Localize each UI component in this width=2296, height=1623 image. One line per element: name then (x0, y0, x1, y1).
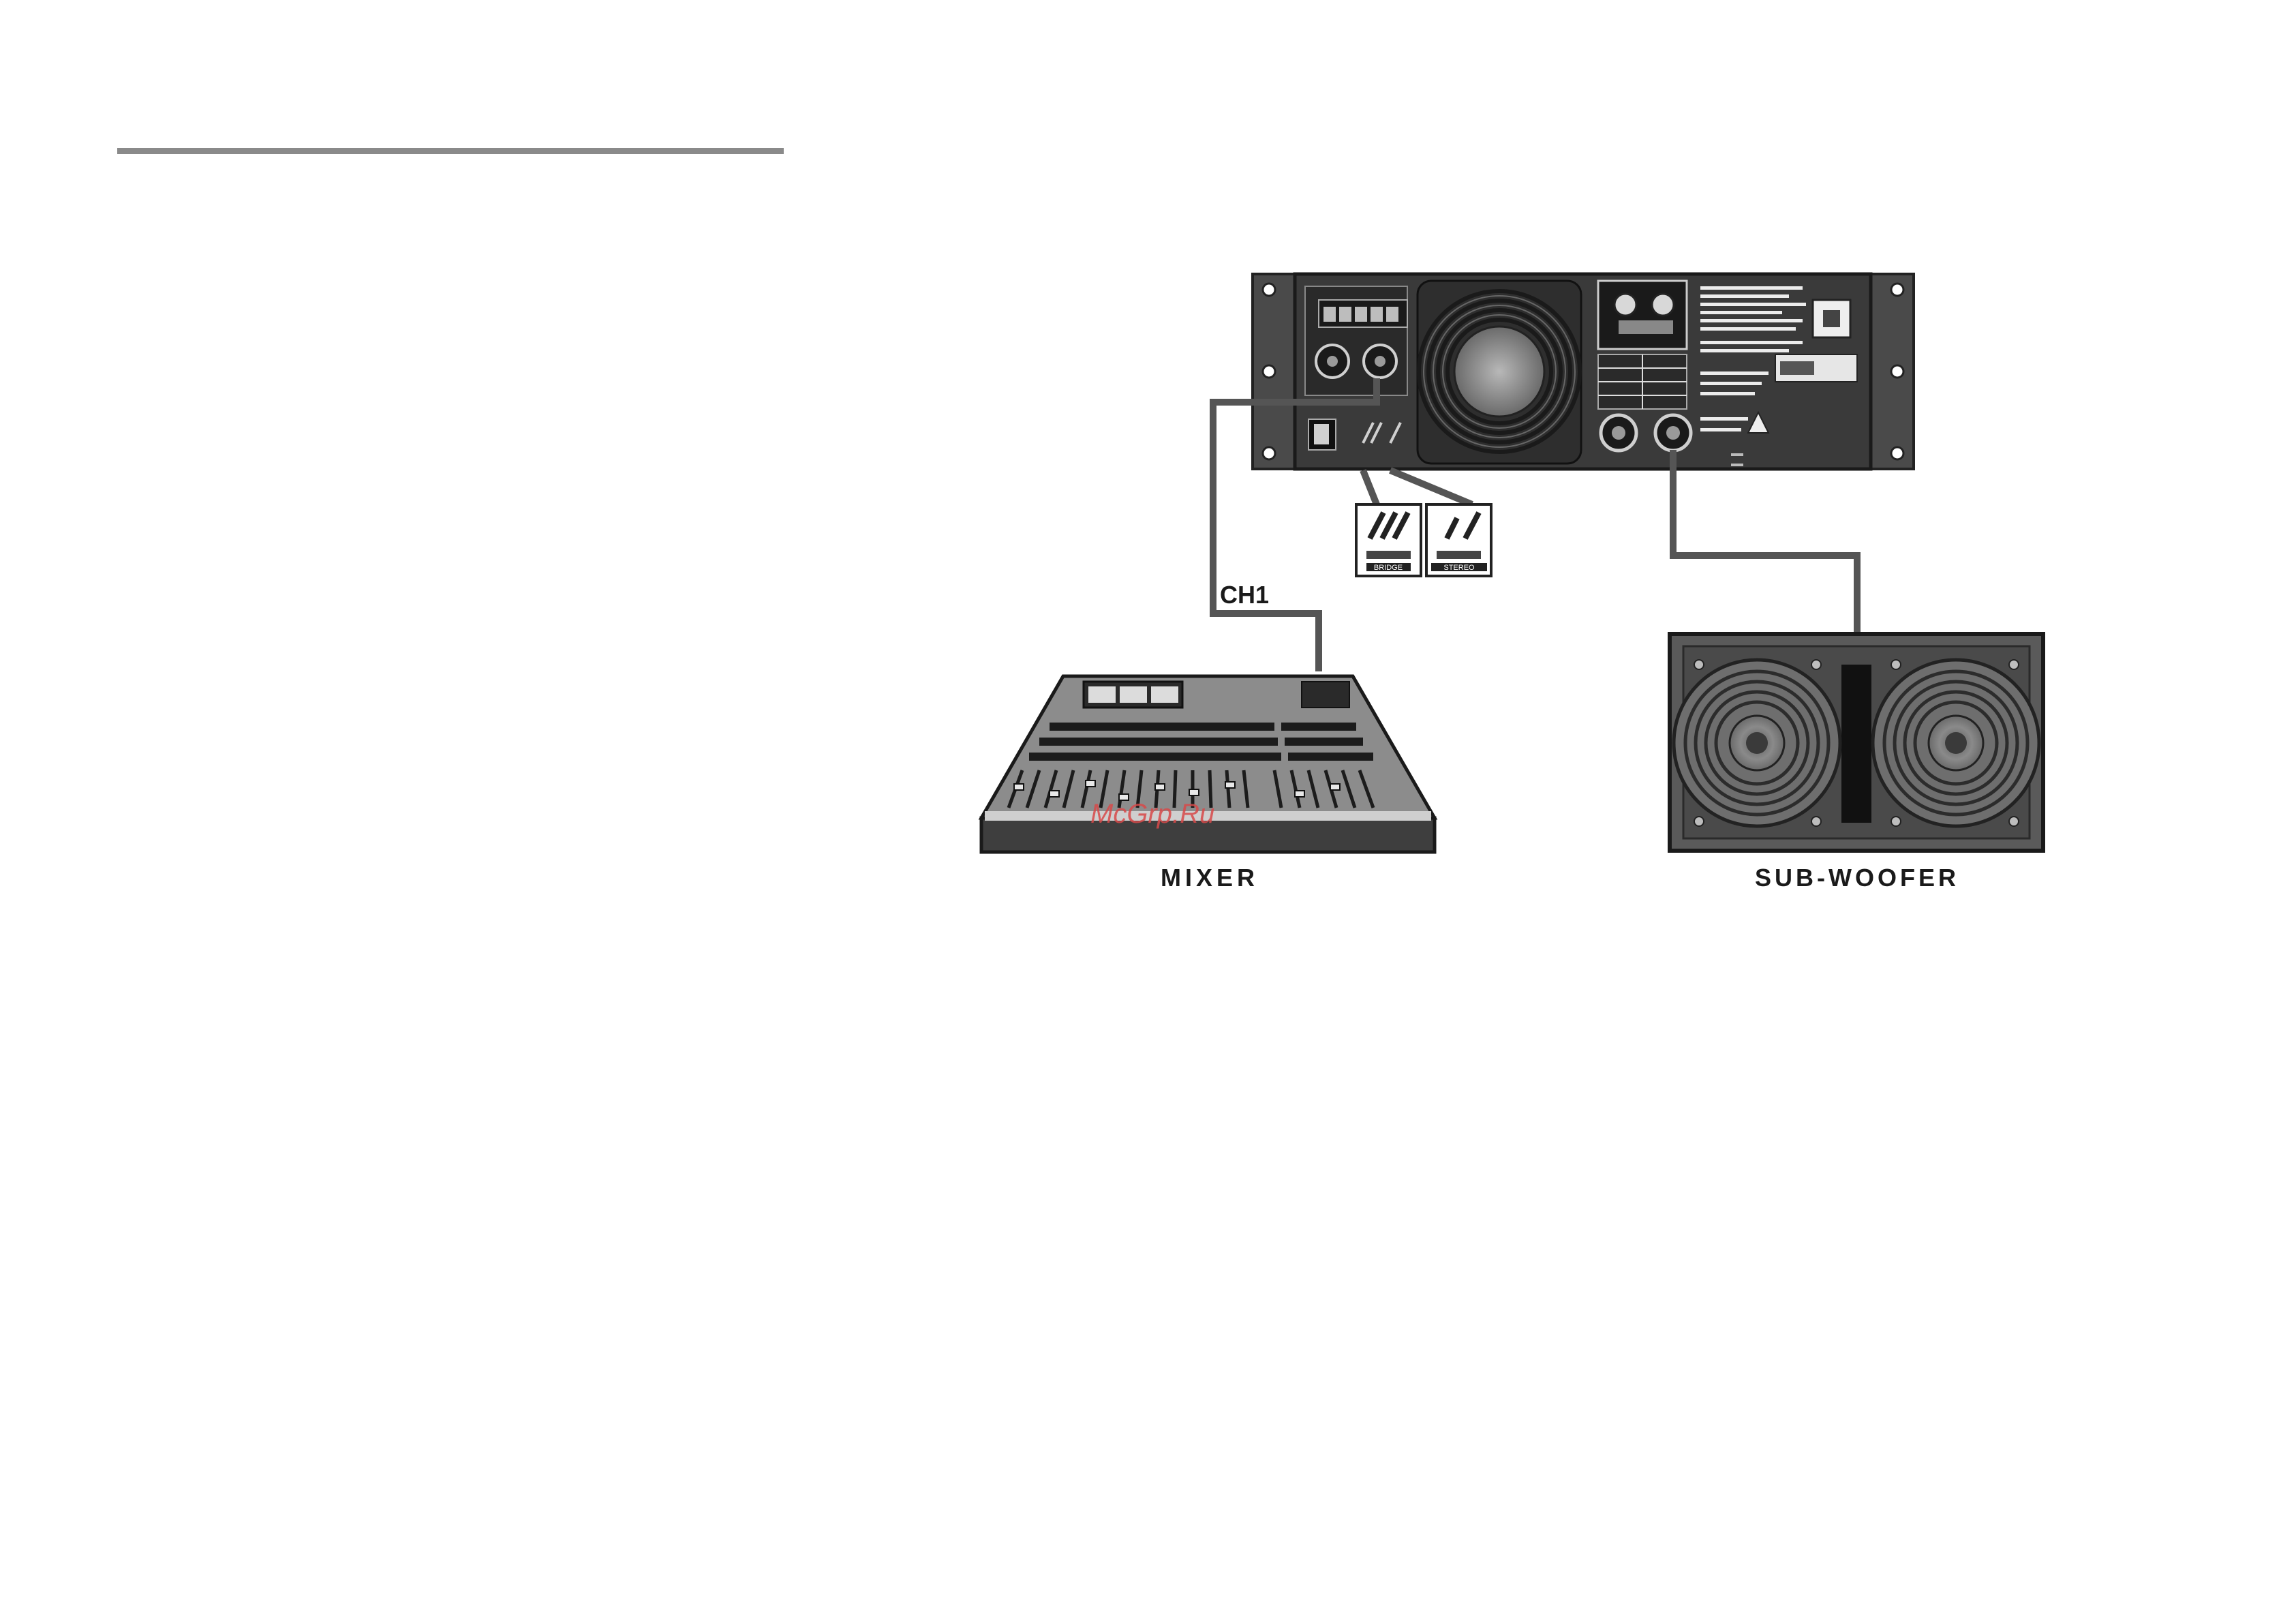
subwoofer (1670, 634, 2043, 851)
fan-hub (1454, 327, 1544, 416)
cable-subwoofer-output (1673, 450, 1857, 634)
subwoofer-driver-right (1873, 660, 2039, 826)
bridge-mode-label: BRIDGE (1374, 564, 1403, 572)
subwoofer-port (1841, 665, 1871, 823)
subwoofer-driver-left (1674, 660, 1840, 826)
watermark: McGrp.Ru (1090, 799, 1214, 830)
ch1-label: CH1 (1220, 581, 1269, 609)
amplifier-rear-panel (1253, 274, 1914, 469)
output-terminal-block (1598, 281, 1687, 349)
mode-switch-callouts: BRIDGE STEREO (1356, 470, 1491, 576)
rack-ear-right (1866, 274, 1914, 469)
mixer-knobs (1029, 723, 1373, 761)
subwoofer-label: SUB-WOOFER (1755, 864, 1959, 892)
mixer-label: MIXER (1161, 864, 1259, 892)
stereo-mode-label: STEREO (1443, 564, 1475, 572)
